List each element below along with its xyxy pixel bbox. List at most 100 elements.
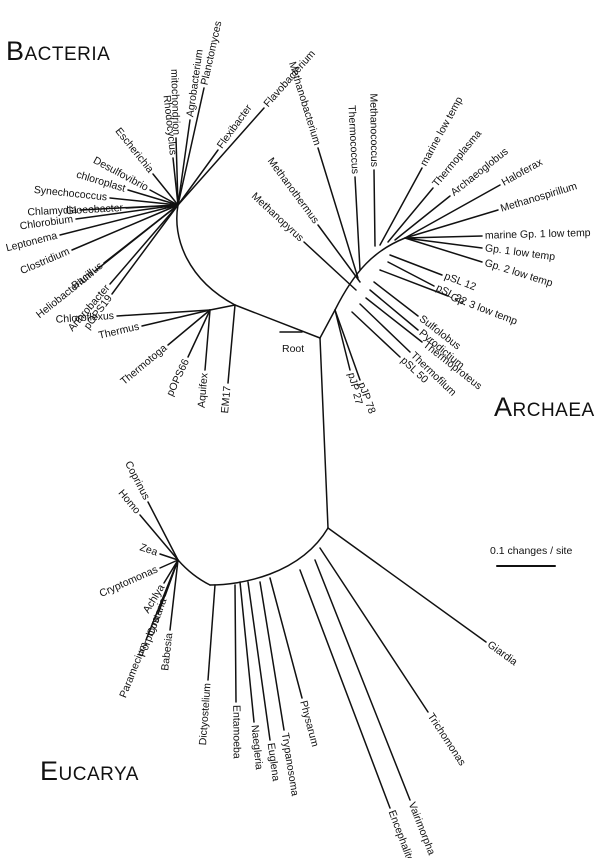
taxon-label-gloeobacter: Gloeobacter <box>66 202 124 217</box>
branch-leptonema <box>59 204 179 236</box>
branch-thermotoga <box>167 309 211 346</box>
branch-encephalitozoon <box>299 569 391 809</box>
taxon-label-pops66: pOPS66 <box>164 357 192 398</box>
taxon-label-gp-3-low-temp: Gp. 3 low temp <box>449 291 519 327</box>
taxon-label-synechococcus: Synechococcus <box>33 184 107 203</box>
taxon-label-pjp-27: pJP 27 <box>345 371 365 406</box>
branch-chlamydia <box>79 204 179 211</box>
branch-thermoplasma <box>387 187 434 243</box>
branch-clostridium <box>71 204 179 251</box>
branch-em17 <box>227 304 236 384</box>
branch-sulfolobus <box>373 281 419 317</box>
taxon-label-thermus: Thermus <box>97 321 140 342</box>
branch-escherichia <box>152 173 179 206</box>
branch-pops66 <box>187 309 211 358</box>
eucarya-left-arc-branch <box>209 527 329 586</box>
branch-desulfovibrio <box>149 189 179 206</box>
branch-giardia <box>327 527 487 643</box>
branch-psl-50 <box>351 311 401 358</box>
taxon-label-euglena: Euglena <box>265 742 282 782</box>
branch-methanothermus <box>317 224 361 283</box>
taxon-label-giardia: Giardia <box>485 639 520 669</box>
branch-trypanosoma <box>259 581 285 731</box>
root-label: Root <box>282 343 304 355</box>
branch-chlorobium <box>75 204 179 220</box>
taxon-label-physarum: Physarum <box>297 699 321 748</box>
branch-psl-22 <box>387 261 435 287</box>
taxon-label-mitochondrion: mitochondrion <box>168 69 182 135</box>
taxon-label-chloroflexus: Chloroflexus <box>55 310 114 326</box>
taxon-label-thermococcus: Thermococcus <box>345 105 361 174</box>
taxon-label-chlamydia: Chlamydia <box>27 204 77 219</box>
archaea-stem-branch <box>319 309 336 339</box>
branch-marine-low-temp <box>379 167 423 246</box>
branch-psl-12 <box>389 254 443 276</box>
taxon-label-babesia: Babesia <box>159 632 175 671</box>
branch-babesia <box>169 559 179 631</box>
branch-arthrobacter <box>109 204 179 285</box>
branch-gp-2-low-temp <box>404 237 483 263</box>
branch-cryptomonas <box>159 559 179 569</box>
branch-methanococcus <box>373 169 376 247</box>
branch-pops19 <box>111 204 179 295</box>
taxon-label-methanobacterium: Methanobacterium <box>286 60 323 147</box>
branch-entamoeba <box>234 584 237 703</box>
bacteria-stem-branch <box>234 304 321 339</box>
branch-mitochondrion <box>175 137 179 206</box>
domain-label-eucarya: Eucarya <box>40 756 139 786</box>
taxon-label-em17: EM17 <box>219 385 233 414</box>
branch-thermofilum <box>359 303 411 353</box>
taxon-label-zea: Zea <box>138 541 159 558</box>
branch-thermus <box>141 309 211 327</box>
branch-pyrodictium <box>369 289 419 331</box>
branch-methanobacterium <box>317 147 359 279</box>
branch-euglena <box>247 581 271 741</box>
branch-chloroflexus <box>116 309 211 317</box>
branch-rhodocyclus <box>172 157 179 206</box>
branch-thermococcus <box>354 176 361 271</box>
bacteria-arc-branch <box>176 204 236 306</box>
scale-bar-label: 0.1 changes / site <box>490 545 572 557</box>
archaea-arc-branch <box>334 237 406 311</box>
branch-synechococcus <box>109 197 179 206</box>
taxon-label-paramecium: Paramecium <box>117 640 150 699</box>
taxon-label-flexibacter: Flexibacter <box>215 102 255 151</box>
branch-gp-3-low-temp <box>379 269 449 297</box>
backbone-branch <box>319 337 329 529</box>
taxon-label-clostridium: Clostridium <box>18 245 71 277</box>
branch-pjp-78 <box>334 309 361 381</box>
branch-archaeoglobus <box>394 195 451 241</box>
taxon-label-aquifex: Aquifex <box>196 372 211 409</box>
branch-physarum <box>269 577 303 699</box>
branch-aquifex <box>204 309 211 371</box>
tree-branches <box>59 87 501 809</box>
branch-haloferax <box>404 184 501 239</box>
branch-flavobacterium <box>177 107 265 206</box>
branch-coprinus <box>147 501 179 561</box>
taxon-label-trichomonas: Trichomonas <box>425 711 468 768</box>
branch-methanopyrus <box>303 241 357 291</box>
eucarya-crown-stem-branch <box>177 559 211 586</box>
branch-vairimorpha <box>314 559 411 801</box>
taxon-label-haloferax: Haloferax <box>500 156 546 189</box>
branch-agrobacterium <box>177 119 191 206</box>
branch-thermoproteus <box>365 297 423 343</box>
taxon-label-methanococcus: Methanococcus <box>367 93 380 167</box>
taxon-label-entamoeba: Entamoeba <box>230 705 242 759</box>
branch-naegleria <box>239 581 255 723</box>
branch-pjp-27 <box>334 309 351 371</box>
taxon-label-trypanosoma: Trypanosoma <box>279 732 301 797</box>
bacteria-lower-node-branch <box>209 304 236 311</box>
branch-zea <box>159 553 179 561</box>
branch-chloroplast <box>127 189 179 206</box>
branch-flexibacter <box>177 149 219 206</box>
branch-paramecium <box>145 559 179 641</box>
branch-trichomonas <box>319 547 429 713</box>
domain-label-bacteria: Bacteria <box>6 36 110 66</box>
branch-gp-1-low-temp <box>404 237 483 249</box>
branch-heliobacterium <box>94 204 179 272</box>
domain-label-archaea: Archaea <box>494 392 595 422</box>
taxon-label-leptonema: Leptonema <box>5 230 59 255</box>
